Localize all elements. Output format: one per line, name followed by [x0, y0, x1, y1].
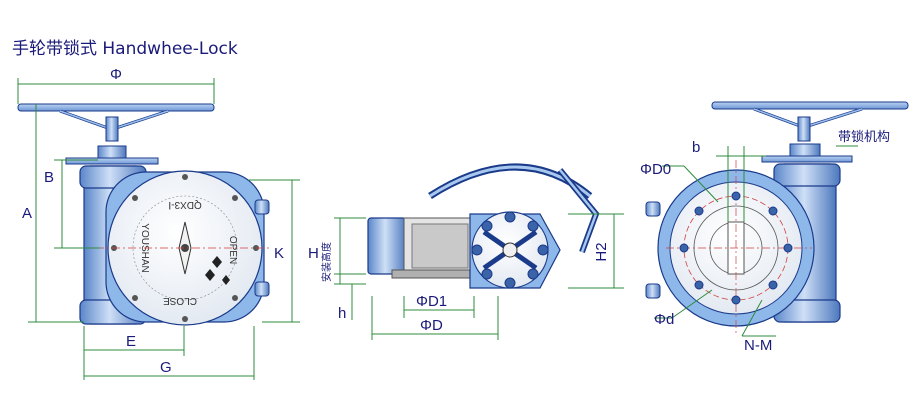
open-label: OPEN — [227, 236, 238, 264]
phi-d0-dim: ΦD0 — [640, 161, 671, 178]
side-view — [367, 163, 600, 289]
k-dim: K — [274, 245, 284, 262]
right-dimensions — [654, 145, 858, 337]
phi-dim: Φ — [110, 66, 122, 83]
front-dimensions — [17, 78, 300, 380]
phi-d1-dim: ΦD1 — [416, 293, 447, 310]
handwheel — [17, 103, 215, 165]
model-label: QDX3-Ⅰ — [168, 199, 202, 210]
lock-mechanism-label: 带锁机构 — [838, 129, 890, 145]
phi-d-small-dim: Φd — [654, 311, 674, 328]
n-m-dim: N-M — [744, 337, 772, 354]
g-dim: G — [160, 359, 172, 376]
phi-d-dim: ΦD — [420, 317, 443, 334]
page-title: 手轮带锁式 Handwhee-Lock — [12, 39, 238, 59]
front-view: QDX3-Ⅰ YOUSHAN OPEN CLOSE — [17, 103, 270, 326]
mount-height-label: 安装高度 — [320, 242, 333, 282]
b-dim: B — [44, 169, 54, 186]
a-dim: A — [22, 205, 32, 222]
close-label: CLOSE — [163, 295, 197, 306]
e-dim: E — [126, 333, 136, 350]
right-view — [645, 101, 909, 334]
b-right-dim: b — [692, 139, 700, 156]
h-lower-dim: h — [338, 305, 346, 322]
h-upper-dim: H — [308, 245, 319, 262]
side-dimensions — [334, 213, 624, 340]
h2-dim: H2 — [593, 242, 610, 261]
